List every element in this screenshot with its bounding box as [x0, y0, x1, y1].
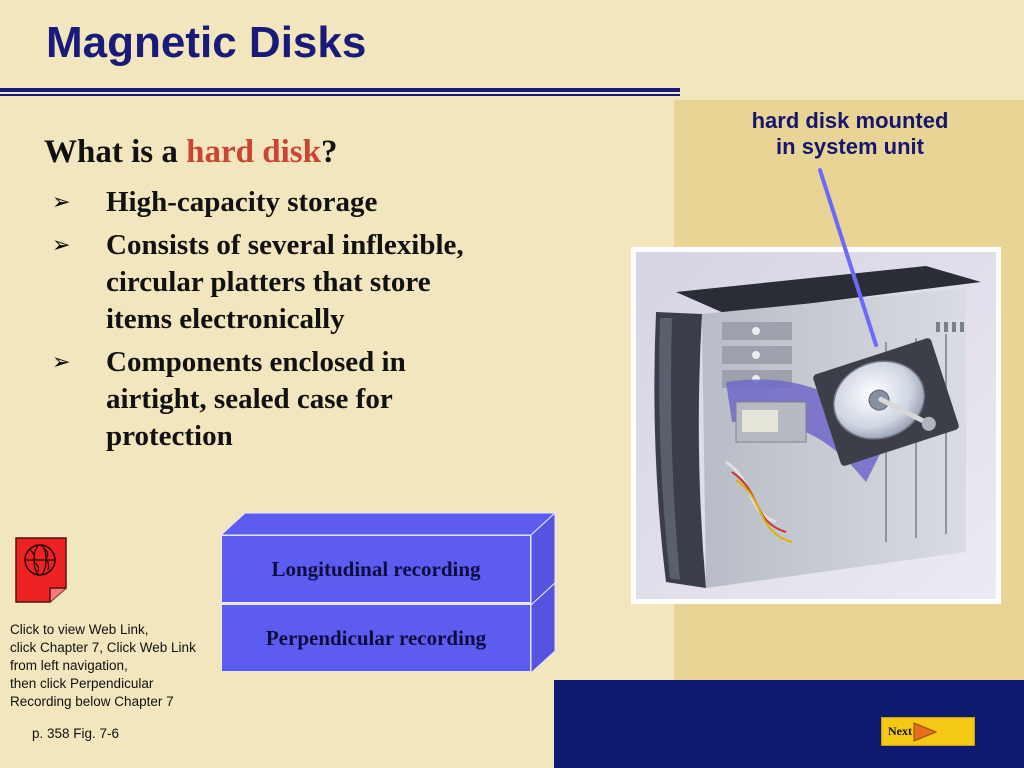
slide-title: Magnetic Disks: [46, 18, 367, 67]
arrow-right-icon: [913, 721, 938, 742]
arrow-bullet-icon: ➢: [52, 350, 71, 375]
instruction-line: then click Perpendicular: [10, 676, 154, 691]
caption-line: hard disk mounted: [751, 108, 949, 133]
bullet-list: ➢ High-capacity storage ➢ Consists of seve…: [50, 184, 490, 461]
next-label: Next: [888, 724, 912, 738]
instruction-line: click Chapter 7, Click Web Link: [10, 640, 196, 655]
figure-reference: p. 358 Fig. 7-6: [32, 726, 120, 741]
next-button[interactable]: Next: [881, 717, 975, 746]
question-heading: What is a hard disk?: [44, 134, 337, 171]
bullet-text: Consists of several inflexible, circular…: [106, 229, 464, 335]
caption-line: in system unit: [776, 134, 924, 159]
arrow-bullet-icon: ➢: [52, 190, 71, 215]
bullet-item: ➢ Consists of several inflexible, circula…: [50, 227, 490, 338]
web-link-instructions: Click to view Web Link, click Chapter 7,…: [10, 621, 220, 711]
instruction-line: Click to view Web Link,: [10, 622, 149, 637]
system-unit-photo: [631, 247, 1001, 604]
perpendicular-recording-button[interactable]: Perpendicular recording: [221, 604, 531, 672]
recording-types-stack: Longitudinal recording Perpendicular rec…: [221, 511, 557, 676]
arrow-bullet-icon: ➢: [52, 233, 71, 258]
figure-caption: hard disk mounted in system unit: [690, 108, 1010, 160]
title-divider-thin: [0, 94, 680, 96]
question-highlight: hard disk: [186, 134, 321, 170]
instruction-line: from left navigation,: [10, 658, 128, 673]
bullet-item: ➢ Components enclosed in airtight, sealed…: [50, 344, 490, 455]
web-link-globe-icon[interactable]: [14, 536, 68, 604]
title-divider-thick: [0, 88, 680, 92]
bullet-item: ➢ High-capacity storage: [50, 184, 490, 221]
system-unit-illustration: [636, 252, 996, 599]
bullet-text: High-capacity storage: [106, 186, 378, 218]
question-suffix: ?: [320, 134, 338, 170]
longitudinal-recording-button[interactable]: Longitudinal recording: [221, 535, 531, 603]
bullet-text: Components enclosed in airtight, sealed …: [106, 346, 406, 452]
instruction-line: Recording below Chapter 7: [10, 694, 174, 709]
stack-3d-sides: [221, 511, 557, 675]
question-prefix: What is a: [44, 134, 187, 170]
